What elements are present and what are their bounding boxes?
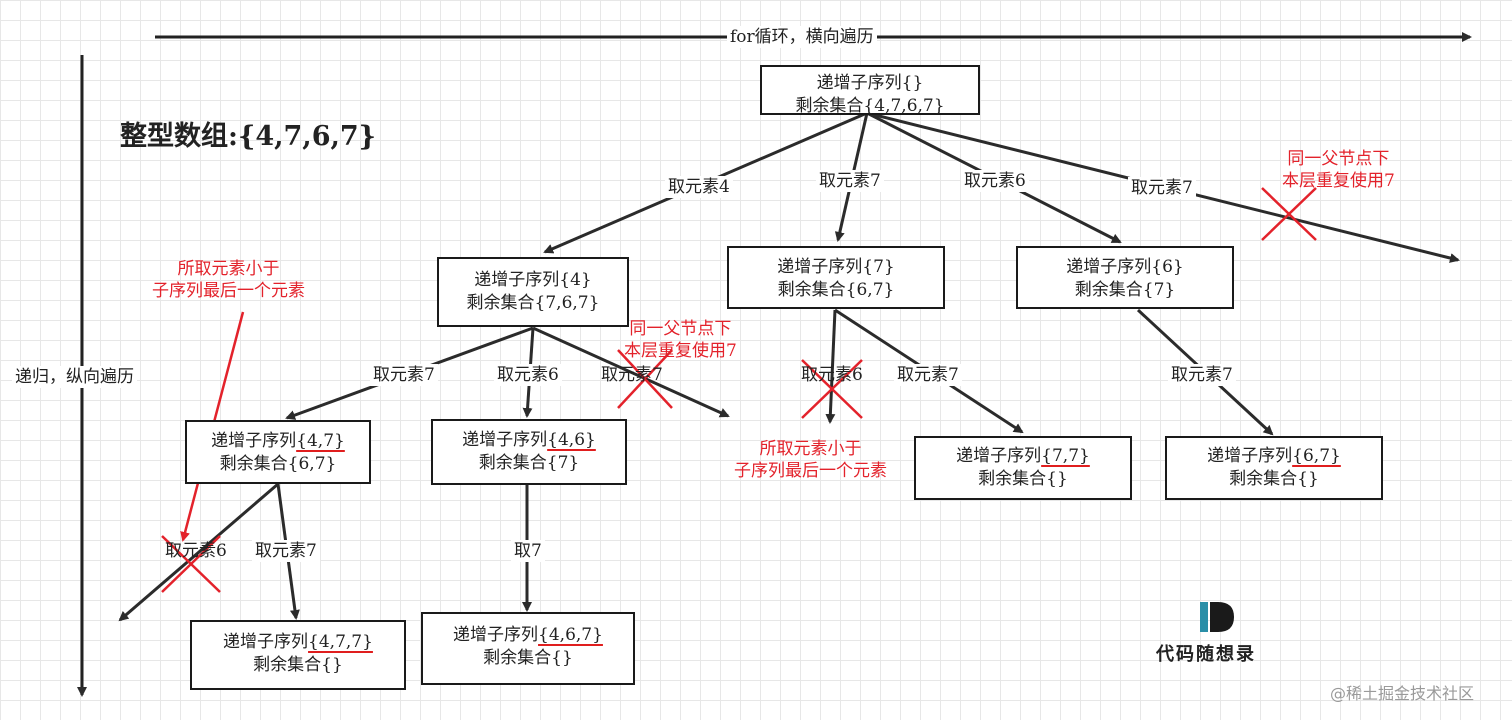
annotation-line: 同一父节点下 xyxy=(1287,149,1390,169)
node-line2: 剩余集合{6,7} xyxy=(777,280,895,300)
node-line1-prefix: 递增子序列 xyxy=(223,632,309,652)
annotation-line: 子序列最后一个元素 xyxy=(734,461,887,481)
node-4-6: 递增子序列{4,6} 剩余集合{7} xyxy=(431,419,627,485)
annotation-line: 所取元素小于 xyxy=(177,259,280,279)
node-line2: 剩余集合{6,7} xyxy=(219,454,337,474)
edge-label-n47-7: 取元素7 xyxy=(252,540,320,562)
node-line1-prefix: 递增子序列 xyxy=(1207,446,1293,466)
edge-label-n4-6: 取元素6 xyxy=(494,364,562,386)
annotation-line: 子序列最后一个元素 xyxy=(152,281,305,301)
edge-n4-7b xyxy=(532,326,730,418)
annotation-line: 本层重复使用7 xyxy=(1282,171,1395,191)
node-6-7: 递增子序列{6,7} 剩余集合{} xyxy=(1165,436,1383,500)
edge-n7-6 xyxy=(825,309,837,424)
vertical-axis-label: 递归，纵向遍历 xyxy=(12,366,137,388)
edge-label-n7-6: 取元素6 xyxy=(801,365,863,385)
edge-label-n46-7: 取7 xyxy=(511,540,545,562)
node-4-6-7: 递增子序列{4,6,7} 剩余集合{} xyxy=(421,612,635,685)
node-line2: 剩余集合{} xyxy=(1229,469,1319,489)
edge-n47-6 xyxy=(118,482,279,622)
edge-label-root-7b: 取元素7 xyxy=(1128,177,1196,199)
annotation-line: 同一父节点下 xyxy=(629,319,732,339)
node-line1-prefix: 递增子序列 xyxy=(211,431,297,451)
node-line1-prefix: 递增子序列 xyxy=(453,625,539,645)
node-line1-prefix: 递增子序列 xyxy=(474,270,560,290)
node-line2: 剩余集合{} xyxy=(483,648,573,668)
cross-mark-n7-6 xyxy=(801,359,863,419)
horizontal-axis-label: for循环，横向遍历 xyxy=(727,26,877,48)
page-title: 整型数组:{4,7,6,7} xyxy=(120,121,377,152)
node-line1-set: {6} xyxy=(1151,257,1184,277)
node-line1-set: {4,6} xyxy=(547,430,596,450)
annotation-same-parent-mid: 同一父节点下 本层重复使用7 xyxy=(624,318,737,362)
node-line1-prefix: 递增子序列 xyxy=(956,446,1042,466)
cross-mark-root-7b xyxy=(1261,187,1317,241)
node-line2: 剩余集合{4,7,6,7} xyxy=(795,96,945,116)
annotation-same-parent-top: 同一父节点下 本层重复使用7 xyxy=(1282,148,1395,192)
annotation-line: 所取元素小于 xyxy=(759,439,862,459)
node-line1-set: {4} xyxy=(559,270,592,290)
logo-mark xyxy=(1200,602,1234,632)
node-line1-set: {} xyxy=(901,73,924,93)
cross-mark-n47-6 xyxy=(161,535,221,593)
node-line1-prefix: 递增子序列 xyxy=(462,430,548,450)
node-line1-set: {4,7,7} xyxy=(308,632,373,652)
node-line2: 剩余集合{7,6,7} xyxy=(466,293,600,313)
logo-text: 代码随想录 xyxy=(1156,644,1256,665)
node-line1-set: {7} xyxy=(862,257,895,277)
annotation-smaller-left: 所取元素小于 子序列最后一个元素 xyxy=(152,258,305,302)
edge-label-root-6: 取元素6 xyxy=(961,170,1029,192)
node-4: 递增子序列{4} 剩余集合{7,6,7} xyxy=(437,257,629,327)
edge-label-n4-7: 取元素7 xyxy=(370,364,438,386)
node-4-7-7: 递增子序列{4,7,7} 剩余集合{} xyxy=(190,620,406,690)
cross-mark-n4-7b xyxy=(617,349,673,409)
node-line1-set: {4,6,7} xyxy=(538,625,603,645)
node-line1-prefix: 递增子序列 xyxy=(816,73,902,93)
node-line1-prefix: 递增子序列 xyxy=(777,257,863,277)
node-line1-prefix: 递增子序列 xyxy=(1066,257,1152,277)
node-line2: 剩余集合{7} xyxy=(1074,280,1176,300)
node-line1-set: {4,7} xyxy=(296,431,345,451)
node-line1-set: {7,7} xyxy=(1041,446,1090,466)
node-4-7: 递增子序列{4,7} 剩余集合{6,7} xyxy=(185,420,371,484)
edge-label-n4-7b: 取元素7 xyxy=(601,365,663,385)
node-7: 递增子序列{7} 剩余集合{6,7} xyxy=(727,246,945,309)
node-6: 递增子序列{6} 剩余集合{7} xyxy=(1016,246,1234,309)
node-line1-set: {6,7} xyxy=(1292,446,1341,466)
annotation-smaller-mid: 所取元素小于 子序列最后一个元素 xyxy=(734,438,887,482)
edge-label-n6-7: 取元素7 xyxy=(1168,364,1236,386)
edge-label-n7-7: 取元素7 xyxy=(894,364,962,386)
watermark: @稀土掘金技术社区 xyxy=(1330,684,1475,703)
node-line2: 剩余集合{7} xyxy=(478,453,580,473)
edge-label-root-4: 取元素4 xyxy=(665,176,733,198)
node-line2: 剩余集合{} xyxy=(978,469,1068,489)
annotation-line: 本层重复使用7 xyxy=(624,341,737,361)
node-root: 递增子序列{} 剩余集合{4,7,6,7} xyxy=(760,65,980,116)
edge-label-n47-6: 取元素6 xyxy=(165,541,227,561)
node-7-7: 递增子序列{7,7} 剩余集合{} xyxy=(914,436,1132,500)
node-line2: 剩余集合{} xyxy=(253,655,343,675)
edge-label-root-7: 取元素7 xyxy=(816,170,884,192)
